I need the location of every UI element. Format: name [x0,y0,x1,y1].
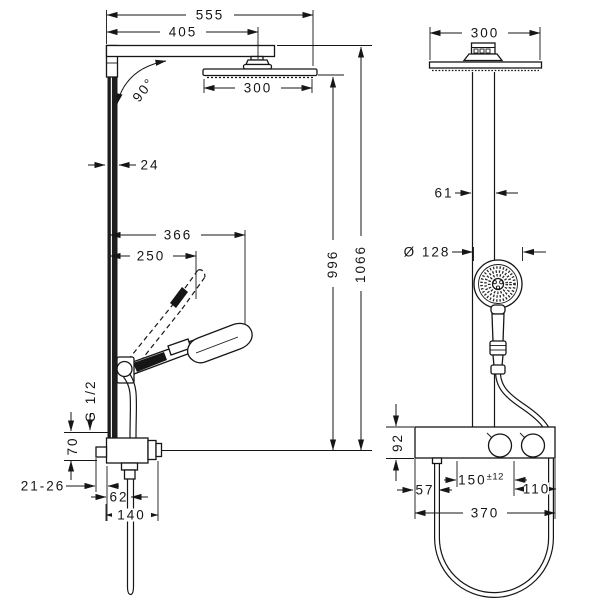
dim-body-width-side: 140 [105,508,159,523]
volume-knob-tick [519,432,525,438]
dim-hand-shower-diameter-label: Ø 128 [404,245,451,260]
dim-wall-clearance-label: 21-26 [21,479,66,494]
hand-shower-clip [133,352,167,372]
dim-bar-width: 370 [414,506,556,521]
dim-hose-offset-front-label: 57 [415,483,434,498]
dim-reach-lowered-label: 366 [164,228,193,243]
hand-shower-face-ring [478,264,518,304]
hand-shower-handle-front [491,313,505,343]
outlet-port [147,439,157,461]
dim-pipe-width-label: 61 [434,186,453,201]
volume-knob [520,433,546,458]
dim-hand-shower-diameter: Ø 128 [404,245,546,260]
overhead-shower-front [428,61,543,69]
hand-shower-side [129,322,253,375]
head-flange-front [462,53,504,62]
nozzle-ring-outer [480,266,516,302]
dim-reach-lowered: 366 [109,228,246,243]
dim-overall-width-label: 555 [196,8,225,23]
outlet-cap [155,442,163,458]
dim-wall-clearance: 21-26 [21,479,119,494]
dim-body-height-label: 70 [65,436,80,455]
dim-hose-offset-side-label: 62 [109,490,128,505]
holder-clamp-front [489,340,507,356]
dim-connection-span-label: 150±12 [458,472,504,488]
dim-bar-depth: 24 [88,158,159,173]
hand-shower-front [473,259,523,375]
dim-head-width-side-label: 300 [244,81,273,96]
dim-angle: 90° [116,59,167,105]
front-view: 300 61 Ø 128 92 57 150±12 [386,26,557,598]
temperature-knob [487,433,513,458]
mount-detail [479,48,485,54]
hose-end-cap [126,585,135,596]
hand-shower-face-line [195,336,239,354]
dim-height-to-arm-label: 1066 [353,245,368,283]
dim-right-span: 110 [514,482,557,497]
hub-dot [495,285,501,290]
dim-hose-offset-front: 57 [397,483,452,498]
dim-arm-length-label: 405 [169,25,198,40]
dim-reach-raised: 250 [109,249,197,264]
nozzle-ring-middle [484,270,512,298]
nozzle-ring-inner [487,273,509,295]
hand-shower-neck [490,304,506,315]
dim-right-span-label: 110 [523,482,551,497]
hose-fitting-upper [120,462,139,471]
hand-shower-clip-dashed [170,287,188,308]
dim-head-width-front-label: 300 [471,26,500,41]
dim-body-width-side-label: 140 [117,508,146,523]
thermostat-body-side [105,437,149,464]
holder-pivot [116,360,133,378]
dim-overall-width: 555 [106,8,314,23]
dim-thread-label: G 1/2 [83,379,98,422]
bar-hose-fitting [431,457,443,465]
dim-height-to-head: 996 [324,76,341,451]
shower-bar-side [107,70,118,438]
dim-height-to-arm: 1066 [352,46,369,451]
dim-pipe-width: 61 [434,186,518,201]
overhead-shower-side [202,68,318,77]
hand-shower-head-side [186,322,253,364]
shower-arm [105,44,276,58]
hose-fitting-lower [123,469,136,480]
hose-upper-right-edge [128,373,138,439]
inlet-port [95,446,108,458]
dim-connection-span: 150±12 [444,472,527,488]
hose-nut [490,364,506,375]
dim-thread: G 1/2 [83,379,98,431]
head-flange-base [242,63,273,70]
mount-detail [473,48,479,54]
side-view: 555 405 90° 300 24 366 [21,8,372,596]
hose-loop [434,373,554,598]
hub-dot [499,280,504,285]
dim-head-width-side: 300 [203,81,313,96]
dim-head-width-front: 300 [429,26,541,41]
dim-body-height: 70 [65,412,80,480]
dim-bar-width-label: 370 [471,506,500,521]
dim-reach-raised-label: 250 [137,249,166,264]
dim-hose-offset-side: 62 [91,490,148,505]
dim-bar-body-height-label: 92 [390,433,405,452]
ceiling-mount [470,42,496,55]
hub-dot [492,280,497,285]
hose-upper-left-edge [123,376,132,439]
mount-detail [485,48,491,54]
dim-height-to-head-label: 996 [325,250,340,279]
head-flange [244,59,271,66]
temperature-knob-tick [486,432,492,438]
dim-arm-length: 405 [106,25,259,40]
hand-shower-dashed [127,269,206,369]
dim-bar-depth-label: 24 [140,158,159,173]
dim-bar-body-height: 92 [390,404,405,481]
